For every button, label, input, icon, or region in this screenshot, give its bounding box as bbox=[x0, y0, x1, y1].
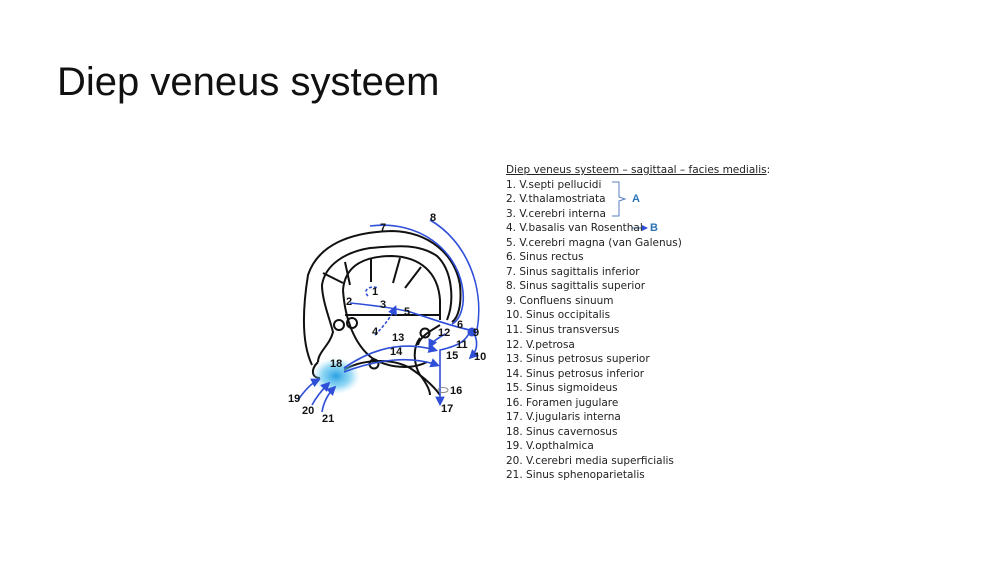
label-16: 16 bbox=[450, 385, 462, 397]
foramen-jugulare-ring bbox=[437, 387, 449, 393]
label-4: 4 bbox=[372, 326, 379, 338]
label-2: 2 bbox=[346, 296, 352, 308]
group-a-bracket bbox=[612, 181, 627, 217]
label-15: 15 bbox=[446, 350, 458, 362]
label-9: 9 bbox=[473, 327, 479, 339]
legend-item: 19. V.opthalmica bbox=[506, 440, 594, 453]
confluens-sinuum-dot bbox=[467, 327, 477, 337]
legend-item: 17. V.jugularis interna bbox=[506, 411, 621, 424]
label-7: 7 bbox=[380, 222, 386, 234]
label-19: 19 bbox=[288, 393, 300, 405]
legend-item: 8. Sinus sagittalis superior bbox=[506, 280, 646, 293]
group-b-label: B bbox=[650, 222, 658, 234]
label-12: 12 bbox=[438, 327, 450, 339]
legend-item: 18. Sinus cavernosus bbox=[506, 425, 618, 438]
legend-item: 12. V.petrosa bbox=[506, 338, 575, 351]
legend-item: 11. Sinus transversus bbox=[506, 324, 620, 337]
legend-item: 4. V.basalis van Rosenthal bbox=[506, 222, 643, 235]
legend-item: 9. Confluens sinuum bbox=[506, 294, 614, 307]
label-14: 14 bbox=[390, 346, 403, 358]
label-10: 10 bbox=[474, 351, 486, 363]
legend-item: 6. Sinus rectus bbox=[506, 251, 584, 264]
legend-heading: Diep veneus systeem – sagittaal – facies… bbox=[506, 164, 771, 176]
label-11: 11 bbox=[456, 339, 468, 351]
legend-item: 21. Sinus sphenoparietalis bbox=[506, 469, 645, 482]
legend-item: 7. Sinus sagittalis inferior bbox=[506, 265, 640, 278]
label-5: 5 bbox=[404, 306, 410, 318]
legend-item: 15. Sinus sigmoideus bbox=[506, 382, 618, 395]
legend-item: 1. V.septi pellucidi bbox=[506, 178, 602, 191]
legend-item: 3. V.cerebri interna bbox=[506, 207, 606, 220]
label-3: 3 bbox=[380, 299, 386, 311]
label-17: 17 bbox=[441, 403, 453, 415]
legend: Diep veneus systeem – sagittaal – facies… bbox=[506, 163, 770, 483]
legend-item: 2. V.thalamostriata bbox=[506, 193, 606, 206]
brain-outline bbox=[303, 229, 462, 396]
legend-item: 13. Sinus petrosus superior bbox=[506, 353, 650, 366]
legend-item: 16. Foramen jugulare bbox=[506, 396, 619, 409]
legend-item: 20. V.cerebri media superficialis bbox=[506, 454, 674, 467]
legend-item: 14. Sinus petrosus inferior bbox=[506, 367, 645, 380]
legend-item: 10. Sinus occipitalis bbox=[506, 309, 611, 322]
label-6: 6 bbox=[457, 319, 463, 331]
legend-item: 5. V.cerebri magna (van Galenus) bbox=[506, 236, 682, 249]
venous-paths bbox=[297, 219, 480, 413]
label-13: 13 bbox=[392, 332, 404, 344]
slide-title: Diep veneus systeem bbox=[57, 60, 440, 104]
label-18: 18 bbox=[330, 358, 342, 370]
label-21: 21 bbox=[322, 413, 334, 425]
group-a-label: A bbox=[632, 193, 640, 205]
label-20: 20 bbox=[302, 405, 314, 417]
label-1: 1 bbox=[372, 286, 378, 298]
label-8: 8 bbox=[430, 212, 436, 224]
